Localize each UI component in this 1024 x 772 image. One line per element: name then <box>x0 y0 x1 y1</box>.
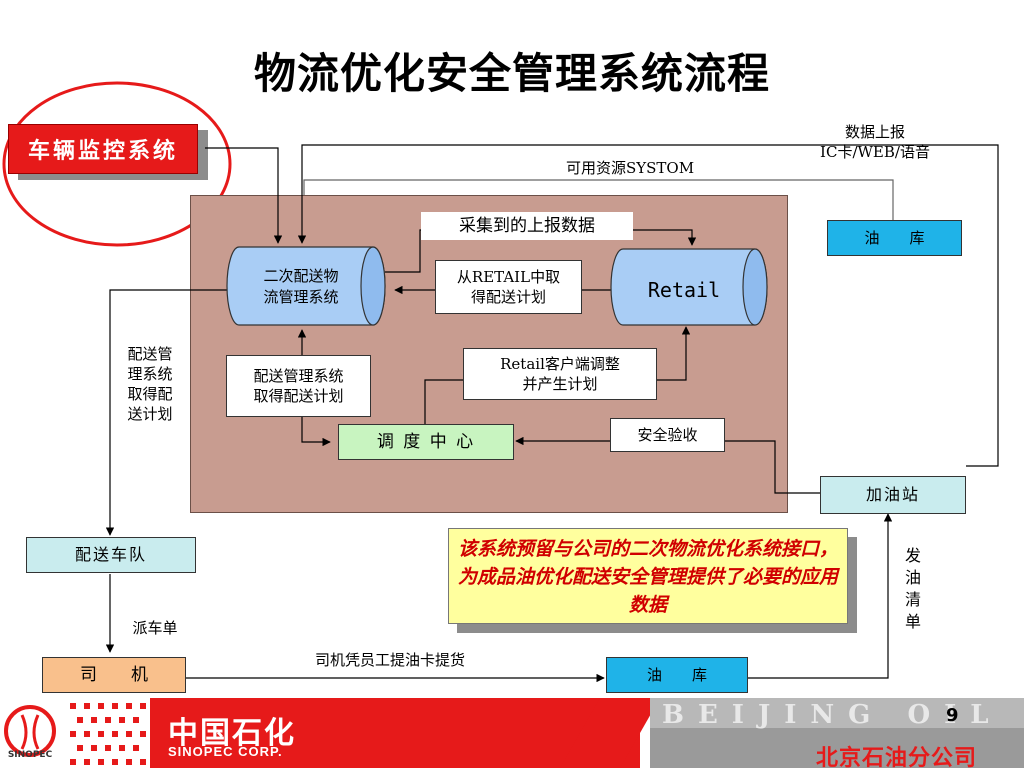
arrow-secondary-to-fleet <box>105 289 228 536</box>
page-number: 9 <box>946 705 959 726</box>
gas-station-box[interactable]: 加油站 <box>820 476 966 514</box>
retail-client-adjust-box: Retail客户端调整 并产生计划 <box>463 348 657 400</box>
dms-get-plan-box: 配送管理系统 取得配送计划 <box>226 355 371 417</box>
dispatch-order-label: 派车单 <box>132 619 178 637</box>
collected-data-label: 采集到的上报数据 <box>421 212 633 240</box>
logo-en: SINOPEC CORP. <box>168 744 283 759</box>
vehicle-monitoring-system-box[interactable]: 车辆监控系统 <box>8 124 198 174</box>
arrow-depot-to-gas <box>748 513 893 679</box>
retail-cylinder[interactable] <box>609 247 771 327</box>
driver-note-label: 司机凭员工提油卡提货 <box>314 651 465 669</box>
issue-list-label: 发 油 清 单 <box>904 546 921 631</box>
available-resources-label: 可用资源SYSTOM <box>565 159 695 177</box>
company-name: 北京石油分公司 <box>816 746 978 771</box>
page-title: 物流优化安全管理系统流程 <box>253 49 770 98</box>
retail-label: Retail <box>647 278 721 302</box>
dispatch-center-box[interactable]: 调 度 中 心 <box>338 424 514 460</box>
footer-banner <box>0 693 1024 768</box>
highlight-ellipse <box>2 81 232 247</box>
safety-acceptance-box: 安全验收 <box>610 418 725 452</box>
line-available-resources <box>303 179 894 220</box>
arrow-vehicle-to-secondary <box>205 147 283 244</box>
dms-side-label: 配送管 理系统 取得配 送计划 <box>127 345 173 423</box>
from-retail-plan-box: 从RETAIL中取 得配送计划 <box>435 260 582 314</box>
logo-cn: 中国石化 <box>168 716 296 751</box>
report-data-label: 数据上报 IC卡/WEB/语音 <box>820 123 930 161</box>
oil-depot-bottom[interactable]: 油 库 <box>606 657 748 693</box>
logo-mark-text: SINOPEC <box>7 750 53 760</box>
arrow-collected-to-retail <box>385 229 697 273</box>
fleet-box[interactable]: 配送车队 <box>26 537 196 573</box>
footer-banner-text: BEIJING OIL <box>662 700 1003 730</box>
arrow-report-data <box>297 144 999 467</box>
secondary-system-label: 二次配送物 流管理系统 <box>263 267 339 306</box>
oil-depot-top[interactable]: 油 库 <box>827 220 962 256</box>
interface-note-box: 该系统预留与公司的二次物流优化系统接口，为成品油优化配送安全管理提供了必要的应用… <box>448 528 848 624</box>
driver-box[interactable]: 司 机 <box>42 657 186 693</box>
secondary-system-cylinder[interactable] <box>225 245 389 327</box>
